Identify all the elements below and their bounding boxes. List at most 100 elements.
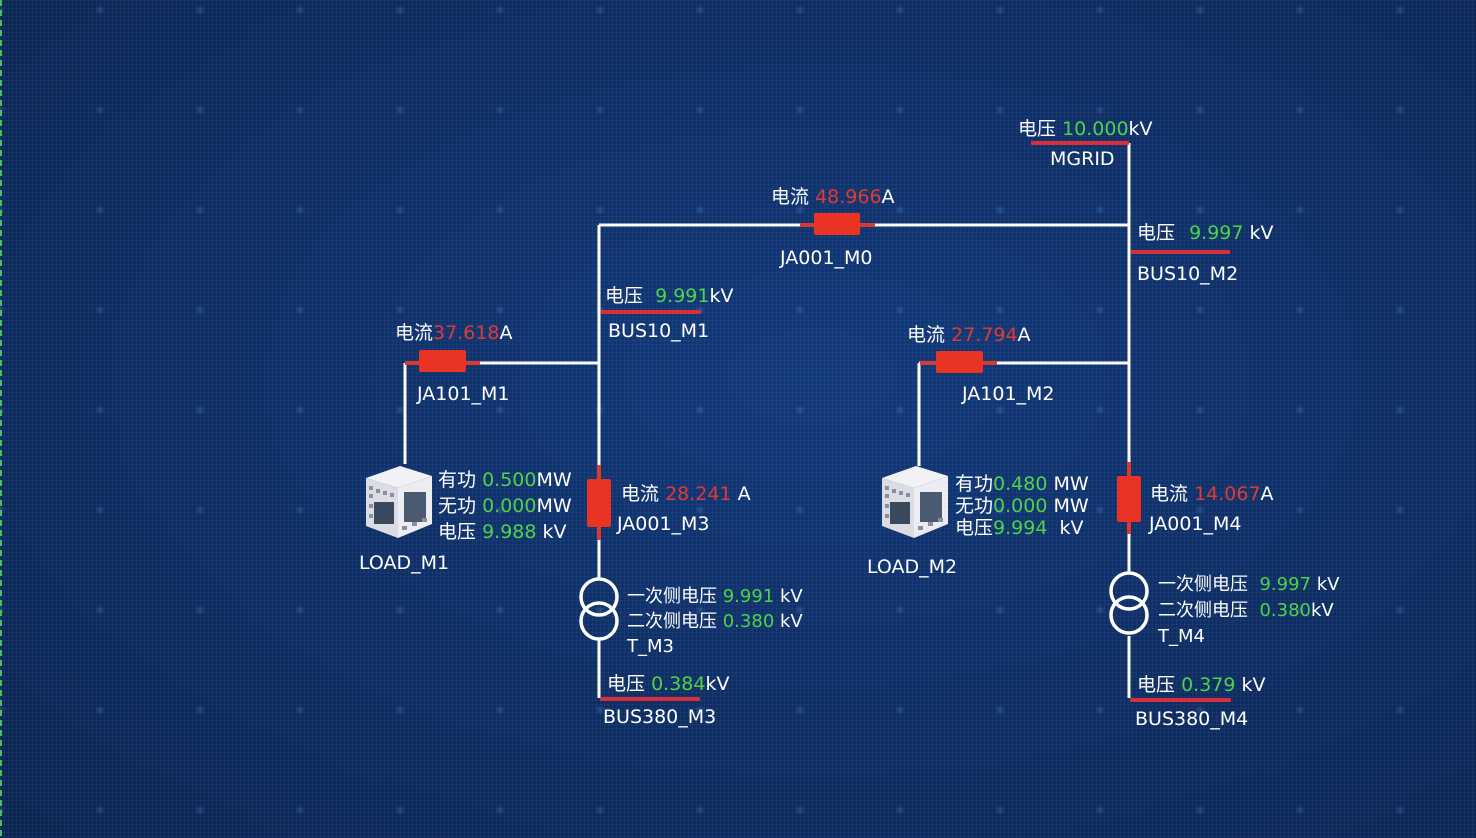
- t-m4-name: T_M4: [1158, 626, 1205, 647]
- transformer-t-m3-primary-coil: [579, 577, 619, 617]
- ja001-m4-current-readout: 电流 14.067A: [1150, 483, 1274, 505]
- unit-a: A: [499, 322, 513, 344]
- t-m4-secondary-value: 0.380: [1259, 600, 1311, 621]
- t-m4-primary-value: 9.997: [1259, 574, 1311, 595]
- load-m1-readouts: 有功 0.500MW 无功 0.000MW 电压 9.988 kV: [438, 467, 572, 545]
- voltage-label: 电压: [605, 285, 644, 307]
- unit-kv: kV: [709, 285, 734, 307]
- ja001-m3-current-readout: 电流 28.241 A: [621, 483, 751, 505]
- bus10-m1-name: BUS10_M1: [608, 320, 710, 342]
- ja001-m0-current-readout: 电流 48.966A: [771, 186, 895, 208]
- t-m4-readouts: 一次侧电压 9.997 kV 二次侧电压 0.380kV T_M4: [1158, 572, 1339, 650]
- t-m3-primary: 一次侧电压 9.991 kV: [627, 584, 803, 609]
- unit-kv: kV: [705, 673, 730, 695]
- ja001-m3-current-value: 28.241: [665, 483, 732, 505]
- load-m2-reactive: 无功0.000 MW: [955, 495, 1089, 517]
- unit-a: A: [1017, 324, 1031, 346]
- t-m3-secondary: 二次侧电压 0.380 kV: [627, 609, 803, 634]
- transformer-t-m3-secondary-coil: [579, 601, 619, 641]
- unit-a: A: [881, 186, 895, 208]
- breaker-ja101-m1[interactable]: [419, 350, 466, 372]
- bus10-m1-voltage-readout: 电压 9.991kV: [605, 285, 733, 307]
- ja001-m0-name: JA001_M0: [780, 247, 873, 269]
- load-m1-reactive: 无功 0.000MW: [438, 493, 572, 519]
- voltage-label: 电压: [607, 673, 646, 695]
- bus10-m1-busbar: [601, 310, 701, 314]
- voltage-label: 电压: [1018, 118, 1057, 140]
- ja101-m2-name: JA101_M2: [962, 383, 1055, 405]
- voltage-label: 电压: [955, 517, 994, 539]
- unit-kv: kV: [1249, 222, 1274, 244]
- load-m2-voltage: 电压9.994 kV: [955, 517, 1089, 539]
- bus380-m4-name: BUS380_M4: [1135, 708, 1249, 730]
- ja001-m4-current-value: 14.067: [1194, 483, 1261, 505]
- bus380-m3-voltage-readout: 电压 0.384kV: [607, 673, 729, 695]
- load-m2-building-icon[interactable]: [876, 462, 952, 540]
- unit-a: A: [737, 483, 751, 505]
- load-m1-active-value: 0.500: [482, 469, 537, 491]
- load-m2-name: LOAD_M2: [867, 556, 958, 578]
- bus380-m4-busbar: [1130, 698, 1231, 702]
- current-label: 电流: [621, 483, 660, 505]
- unit-kv: kV: [1310, 600, 1334, 621]
- current-label: 电流: [395, 322, 434, 344]
- breaker-ja001-m4[interactable]: [1117, 476, 1141, 522]
- unit-kv: kV: [780, 586, 803, 607]
- load-m1-voltage: 电压 9.988 kV: [438, 519, 572, 545]
- ja101-m2-current-readout: 电流 27.794A: [907, 324, 1031, 346]
- ja001-m3-name: JA001_M3: [617, 513, 710, 535]
- bus380-m3-busbar: [600, 697, 700, 701]
- bus10-m2-voltage-readout: 电压 9.997 kV: [1137, 222, 1274, 244]
- load-m2-active-value: 0.480: [993, 473, 1048, 495]
- left-edge-marker: [0, 0, 2, 838]
- transformer-t-m4-primary-coil: [1109, 571, 1149, 611]
- t-m3-secondary-value: 0.380: [722, 611, 775, 632]
- breaker-ja001-m3[interactable]: [587, 479, 611, 527]
- load-m2-active: 有功0.480 MW: [955, 473, 1089, 495]
- ja001-m0-current-value: 48.966: [815, 186, 882, 208]
- breaker-ja101-m2[interactable]: [936, 351, 983, 373]
- mgrid-voltage-value: 10.000: [1062, 118, 1129, 140]
- voltage-label: 电压: [1137, 222, 1176, 244]
- unit-kv: kV: [1059, 517, 1084, 539]
- voltage-label: 电压: [438, 521, 477, 543]
- mgrid-name: MGRID: [1050, 148, 1115, 170]
- t-m4-secondary: 二次侧电压 0.380kV: [1158, 598, 1339, 624]
- t-m3-readouts: 一次侧电压 9.991 kV 二次侧电压 0.380 kV T_M3: [627, 584, 803, 659]
- secondary-voltage-label: 二次侧电压: [627, 611, 717, 632]
- voltage-label: 电压: [1137, 674, 1176, 696]
- t-m3-primary-value: 9.991: [722, 586, 775, 607]
- bus10-m2-busbar: [1131, 250, 1230, 254]
- ja101-m2-current-value: 27.794: [951, 324, 1018, 346]
- transformer-t-m4-secondary-coil: [1109, 595, 1149, 635]
- bus10-m1-voltage-value: 9.991: [655, 285, 710, 307]
- bus380-m4-voltage-readout: 电压 0.379 kV: [1137, 674, 1266, 696]
- bus380-m3-name: BUS380_M3: [603, 706, 717, 728]
- load-m2-readouts: 有功0.480 MW 无功0.000 MW 电压9.994 kV: [955, 473, 1089, 539]
- load-m1-active: 有功 0.500MW: [438, 467, 572, 493]
- unit-mw: MW: [536, 495, 572, 517]
- primary-voltage-label: 一次侧电压: [627, 586, 717, 607]
- unit-mw: MW: [1053, 473, 1089, 495]
- load-m1-building-icon[interactable]: [360, 462, 436, 540]
- reactive-label: 无功: [955, 495, 994, 517]
- unit-kv: kV: [780, 611, 803, 632]
- ja101-m1-current-readout: 电流37.618A: [395, 322, 513, 344]
- mgrid-busbar: [1031, 141, 1129, 145]
- active-label: 有功: [438, 469, 477, 491]
- mgrid-voltage-readout: 电压 10.000kV: [1018, 118, 1153, 140]
- unit-kv: kV: [542, 521, 567, 543]
- unit-mw: MW: [536, 469, 572, 491]
- active-label: 有功: [955, 473, 994, 495]
- current-label: 电流: [1150, 483, 1189, 505]
- load-m2-voltage-value: 9.994: [993, 517, 1048, 539]
- bus380-m3-voltage-value: 0.384: [651, 673, 706, 695]
- unit-mw: MW: [1053, 495, 1089, 517]
- ja101-m1-name: JA101_M1: [417, 383, 510, 405]
- breaker-ja001-m0[interactable]: [814, 213, 860, 235]
- load-m2-reactive-value: 0.000: [993, 495, 1048, 517]
- current-label: 电流: [771, 186, 810, 208]
- ja101-m1-current-value: 37.618: [433, 322, 500, 344]
- secondary-voltage-label: 二次侧电压: [1158, 600, 1248, 621]
